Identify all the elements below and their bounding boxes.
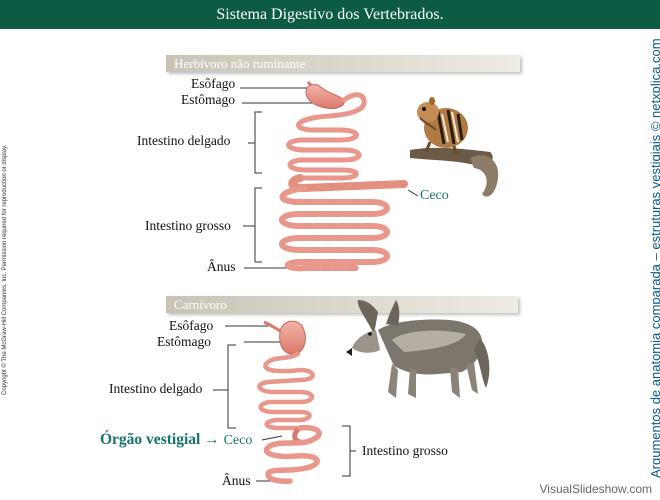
wolf-illustration [346,300,490,398]
herbivore-stomach-label: Estômago [181,92,235,107]
herbivore-large-intestine [279,185,390,272]
herbivore-large-intestine-label: Intestino grosso [145,218,231,233]
slide-title: Sistema Digestivo dos Vertebrados. [0,0,660,29]
section-title-herbivore: Herbívoro não ruminante [166,55,520,72]
vestigial-prefix: Órgão vestigial → [100,431,220,448]
carnivore-digestive-tract [213,320,356,484]
carnivore-large-intestine [263,424,322,484]
herbivore-esophagus-label: Esôfago [191,76,236,91]
carnivore-stomach [279,320,306,355]
chipmunk-illustration [410,97,499,197]
carnivore-cecum-label: Ceco [223,433,253,448]
carnivore-stomach-label: Estômago [157,334,211,349]
herbivore-anus-label: Ânus [207,259,236,274]
watermark: VisualSlideshow.com [539,482,652,496]
herbivore-small-intestine-label: Intestino delgado [137,133,231,148]
herbivore-digestive-tract [240,80,419,272]
herbivore-stomach [305,84,345,109]
carnivore-esophagus-label: Esôfago [169,318,214,333]
vestigial-organ-label: Órgão vestigial → Ceco [100,431,252,450]
carnivore-anus-label: Ânus [222,473,251,488]
carnivore-large-intestine-label: Intestino grosso [362,443,448,458]
section-title-carnivore: Carnívoro [166,296,518,313]
carnivore-small-intestine-label: Intestino delgado [109,381,203,396]
carnivore-small-intestine [257,351,315,431]
herbivore-cecum-label: Ceco [420,188,449,203]
herbivore-small-intestine [286,113,362,181]
